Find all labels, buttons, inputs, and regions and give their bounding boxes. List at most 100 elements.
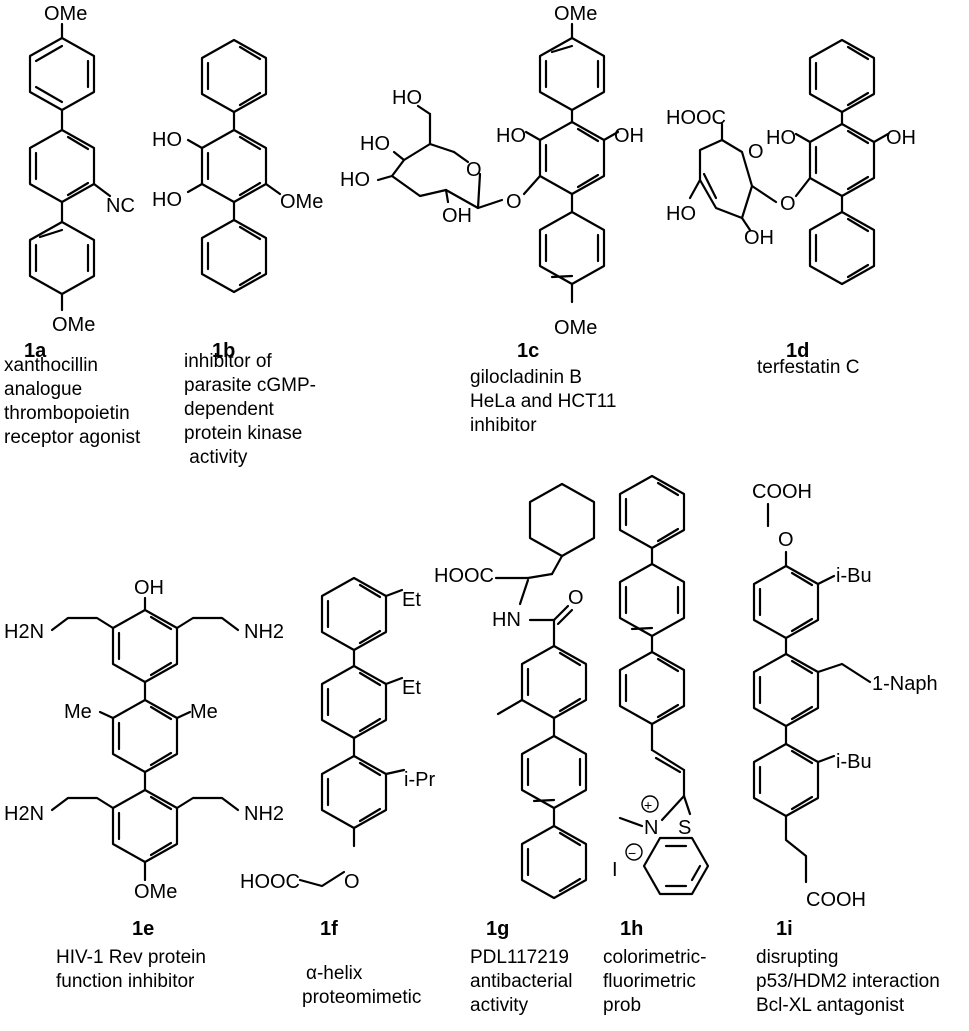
caption-line: thrombopoietin — [4, 403, 130, 424]
ring-oxygen-label: O — [466, 159, 482, 181]
compound-id-1e: 1e — [132, 918, 155, 940]
caption-line: HIV-1 Rev protein — [56, 947, 206, 968]
structure-1c: OMe HO OH O OMe O HO HO HO OH — [340, 3, 644, 339]
structure-1a: OMe NC OMe — [28, 3, 135, 336]
amide-nh-label: HN — [492, 609, 521, 631]
structure-1e: OH H2N NH2 Me Me H2N NH2 OMe — [4, 577, 284, 903]
glycosidic-oxygen-label: O — [780, 193, 796, 215]
caption-1a: xanthocillin analogue thrombopoietin rec… — [4, 354, 140, 450]
compound-id-1a: 1a — [24, 340, 47, 362]
caption-line: colorimetric- — [603, 947, 707, 968]
hydroxyl-label: HO — [666, 203, 696, 225]
thiazolium-nitrogen-label: N — [644, 817, 658, 839]
hydroxyl-label: OH — [744, 227, 774, 249]
caption-line: PDL117219 — [470, 947, 569, 968]
caption-line: receptor agonist — [4, 427, 141, 448]
caption-line: analogue — [4, 379, 83, 400]
amine-label: H2N — [4, 803, 44, 825]
caption-1h: colorimetric- fluorimetric prob — [603, 946, 706, 1018]
ring-oxygen-label: O — [748, 141, 764, 163]
hydroxyl-label: HO — [496, 125, 526, 147]
phenol-label: OH — [134, 577, 164, 599]
methyl-label: Me — [190, 701, 218, 723]
isobutyl-label: i-Bu — [836, 751, 872, 773]
ether-oxygen-label: O — [344, 871, 360, 893]
structure-1b: HO HO OMe — [152, 38, 323, 294]
carboxylic-acid-label: COOH — [806, 889, 866, 911]
isobutyl-label: i-Bu — [836, 565, 872, 587]
caption-line: xanthocillin — [4, 355, 98, 376]
compound-id-1h: 1h — [620, 918, 644, 940]
carboxylic-acid-label: COOH — [752, 481, 812, 503]
caption-1d: terfestatin C — [757, 356, 859, 380]
carboxylic-acid-label: HOOC — [434, 565, 494, 587]
caption-line: p53/HDM2 interaction — [756, 971, 940, 992]
caption-line: antibacterial — [470, 971, 573, 992]
hydroxyl-label: OH — [442, 205, 472, 227]
caption-line: fluorimetric — [603, 971, 696, 992]
caption-line: function inhibitor — [56, 971, 195, 992]
negative-charge-sign: − — [628, 845, 636, 861]
carboxylic-acid-label: HOOC — [240, 871, 300, 893]
caption-line: inhibitor — [470, 415, 537, 436]
structure-1f: Et Et i-Pr O HOOC — [240, 576, 435, 893]
isopropyl-label: i-Pr — [404, 769, 435, 791]
amine-label: H2N — [4, 621, 44, 643]
caption-line: parasite cGMP- — [184, 375, 316, 396]
compound-id-1i: 1i — [776, 918, 793, 940]
hydroxyl-label: HO — [360, 133, 390, 155]
positive-charge-sign: + — [644, 797, 652, 813]
iodide-label: I — [612, 859, 618, 881]
amine-label: NH2 — [244, 621, 284, 643]
caption-line: gilocladinin B — [470, 367, 582, 388]
negative-charge-icon — [625, 843, 643, 861]
caption-line: Bcl-XL antagonist — [756, 995, 905, 1016]
ethyl-label: Et — [402, 589, 421, 611]
structure-1h: S N + I − — [612, 474, 710, 896]
caption-1f: α-helix proteomimetic — [302, 962, 421, 1010]
caption-1g: PDL117219 antibacterial activity — [470, 946, 572, 1018]
structure-1d: HO OH O O HOOC HO OH — [666, 38, 916, 286]
hydroxyl-label: HO — [766, 127, 796, 149]
compound-id-1d: 1d — [786, 340, 810, 362]
hydroxyl-label: HO — [152, 129, 182, 151]
positive-charge-icon — [641, 795, 659, 813]
caption-line: inhibitor of — [184, 351, 272, 372]
caption-line: proteomimetic — [302, 987, 422, 1008]
caption-line: α-helix — [306, 963, 363, 984]
hydroxyl-label: HO — [340, 169, 370, 191]
hydroxyl-label: OH — [614, 125, 644, 147]
methoxy-label: OMe — [280, 191, 323, 213]
methoxy-label: OMe — [554, 317, 597, 339]
caption-line: protein kinase — [184, 423, 303, 444]
compound-id-1f: 1f — [320, 918, 338, 940]
ether-oxygen-label: O — [778, 529, 794, 551]
methyl-label: Me — [64, 701, 92, 723]
carboxylic-acid-label: HOOC — [666, 107, 726, 129]
caption-line: terfestatin C — [757, 357, 860, 378]
compound-id-1c: 1c — [517, 340, 540, 362]
compound-id-1g: 1g — [486, 918, 510, 940]
amine-label: NH2 — [244, 803, 284, 825]
ethyl-label: Et — [402, 677, 421, 699]
caption-1e: HIV-1 Rev protein function inhibitor — [56, 946, 206, 994]
caption-1c: gilocladinin B HeLa and HCT11 inhibitor — [470, 366, 616, 438]
methoxy-label: OMe — [52, 314, 95, 336]
caption-1i: disrupting p53/HDM2 interaction Bcl-XL a… — [756, 946, 940, 1018]
structure-1g: HOOC HN O — [434, 482, 596, 900]
caption-1b: inhibitor of parasite cGMP- dependent pr… — [184, 350, 316, 470]
hydroxyl-label: HO — [152, 189, 182, 211]
methoxy-label: OMe — [44, 3, 87, 25]
caption-line: activity — [470, 995, 529, 1016]
structure-1i: COOH O i-Bu 1-Naph i-Bu COOH — [752, 481, 938, 911]
glycosidic-oxygen-label: O — [506, 191, 522, 213]
carbonyl-oxygen-label: O — [568, 587, 584, 609]
hydroxyl-label: HO — [392, 87, 422, 109]
naphthyl-label: 1-Naph — [872, 673, 938, 695]
isocyanide-label: NC — [106, 195, 135, 217]
caption-line: activity — [184, 447, 248, 468]
hydroxyl-label: OH — [886, 127, 916, 149]
methoxy-label: OMe — [554, 3, 597, 25]
